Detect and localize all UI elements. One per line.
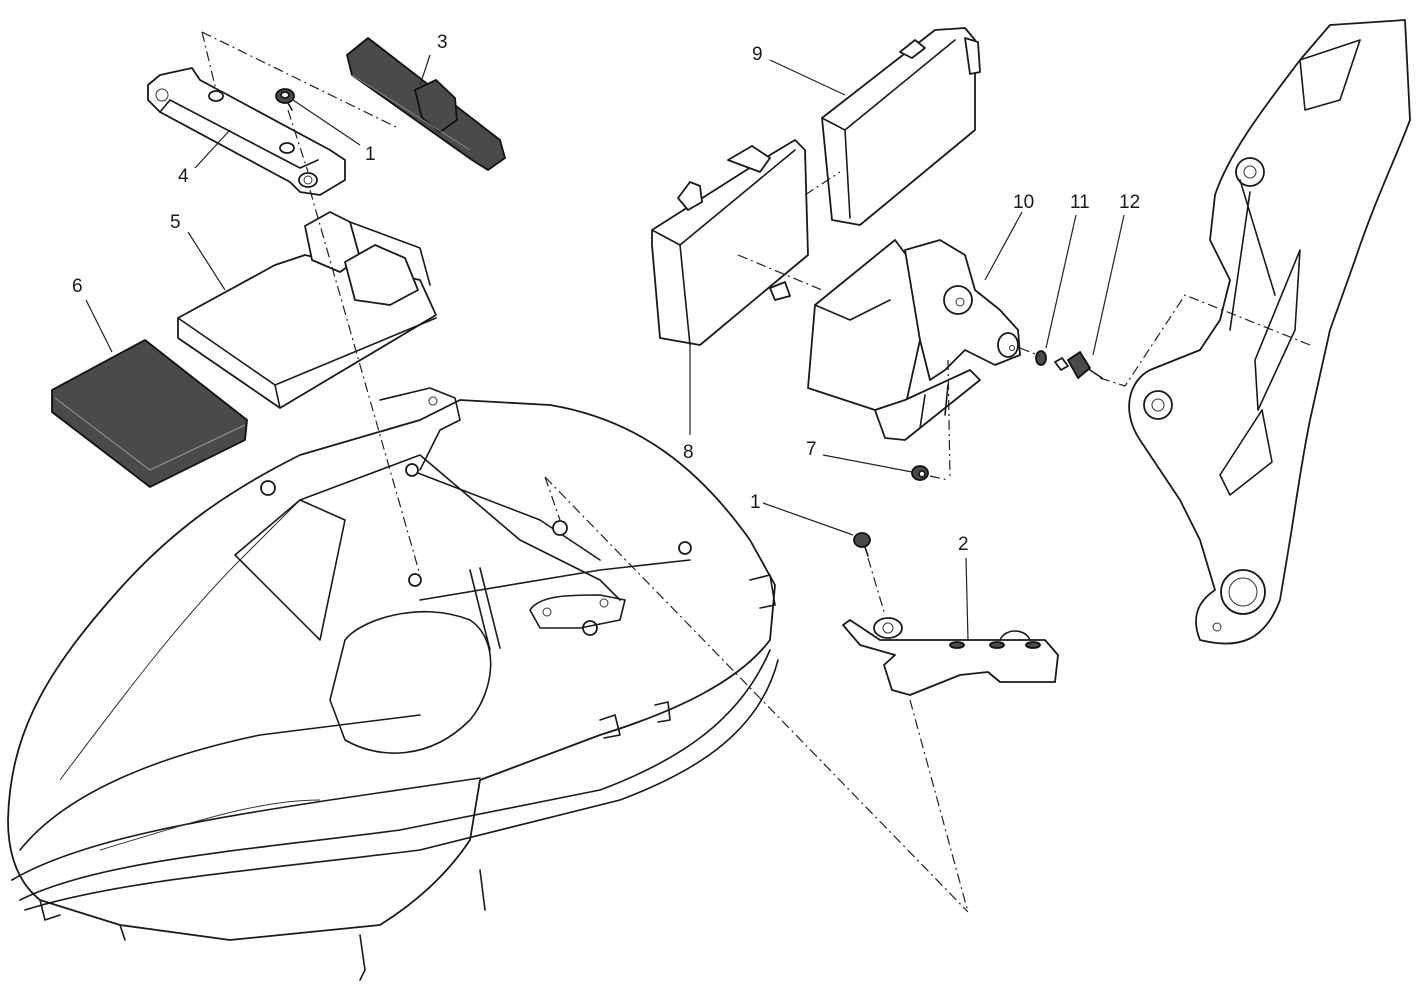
leader-3: [419, 54, 431, 86]
callout-4: 4: [178, 166, 189, 187]
leader-6: [85, 299, 113, 353]
part-10-mount-bracket: [807, 239, 1021, 441]
leader-1b: [762, 502, 854, 536]
leader-1a: [292, 99, 361, 146]
leader-10: [984, 211, 1023, 281]
callout-1-lower: 1: [750, 492, 761, 513]
callout-6: 6: [72, 276, 83, 297]
part-3-rubber-pad: [346, 37, 506, 171]
callout-3: 3: [437, 32, 448, 53]
headlight-housing: [7, 387, 779, 981]
callout-9: 9: [752, 44, 763, 65]
callout-2: 2: [958, 534, 969, 555]
part-7-nut: [911, 465, 929, 481]
callout-7: 7: [806, 439, 817, 460]
callout-8: 8: [683, 442, 694, 463]
part-5-control-unit: [177, 211, 437, 409]
part-1-screw-lower: [853, 532, 871, 557]
assembly-lines: [201, 31, 1311, 913]
leader-7: [822, 454, 913, 473]
leader-4: [194, 129, 231, 169]
leader-5: [187, 231, 226, 291]
callout-11: 11: [1070, 192, 1090, 213]
callout-5: 5: [170, 212, 181, 233]
leader-12: [1092, 214, 1125, 356]
part-6-dark-pad: [51, 339, 248, 488]
part-12-bushing: [1054, 351, 1103, 379]
part-2-cover-bracket: [842, 617, 1059, 696]
part-11-washer: [1035, 350, 1047, 366]
callout-1-top: 1: [365, 144, 376, 165]
part-1-screw-top: [275, 88, 295, 111]
part-9-module-box: [821, 27, 981, 226]
part-4-bracket: [147, 67, 346, 196]
part-8-ecu-box: [651, 139, 809, 346]
callout-12: 12: [1119, 192, 1141, 213]
leader-2: [965, 557, 969, 641]
leader-11: [1045, 214, 1077, 349]
leader-9: [769, 59, 846, 96]
leader-lines: [85, 54, 1125, 641]
frame-subframe: [1128, 19, 1411, 645]
callout-10: 10: [1013, 192, 1035, 213]
